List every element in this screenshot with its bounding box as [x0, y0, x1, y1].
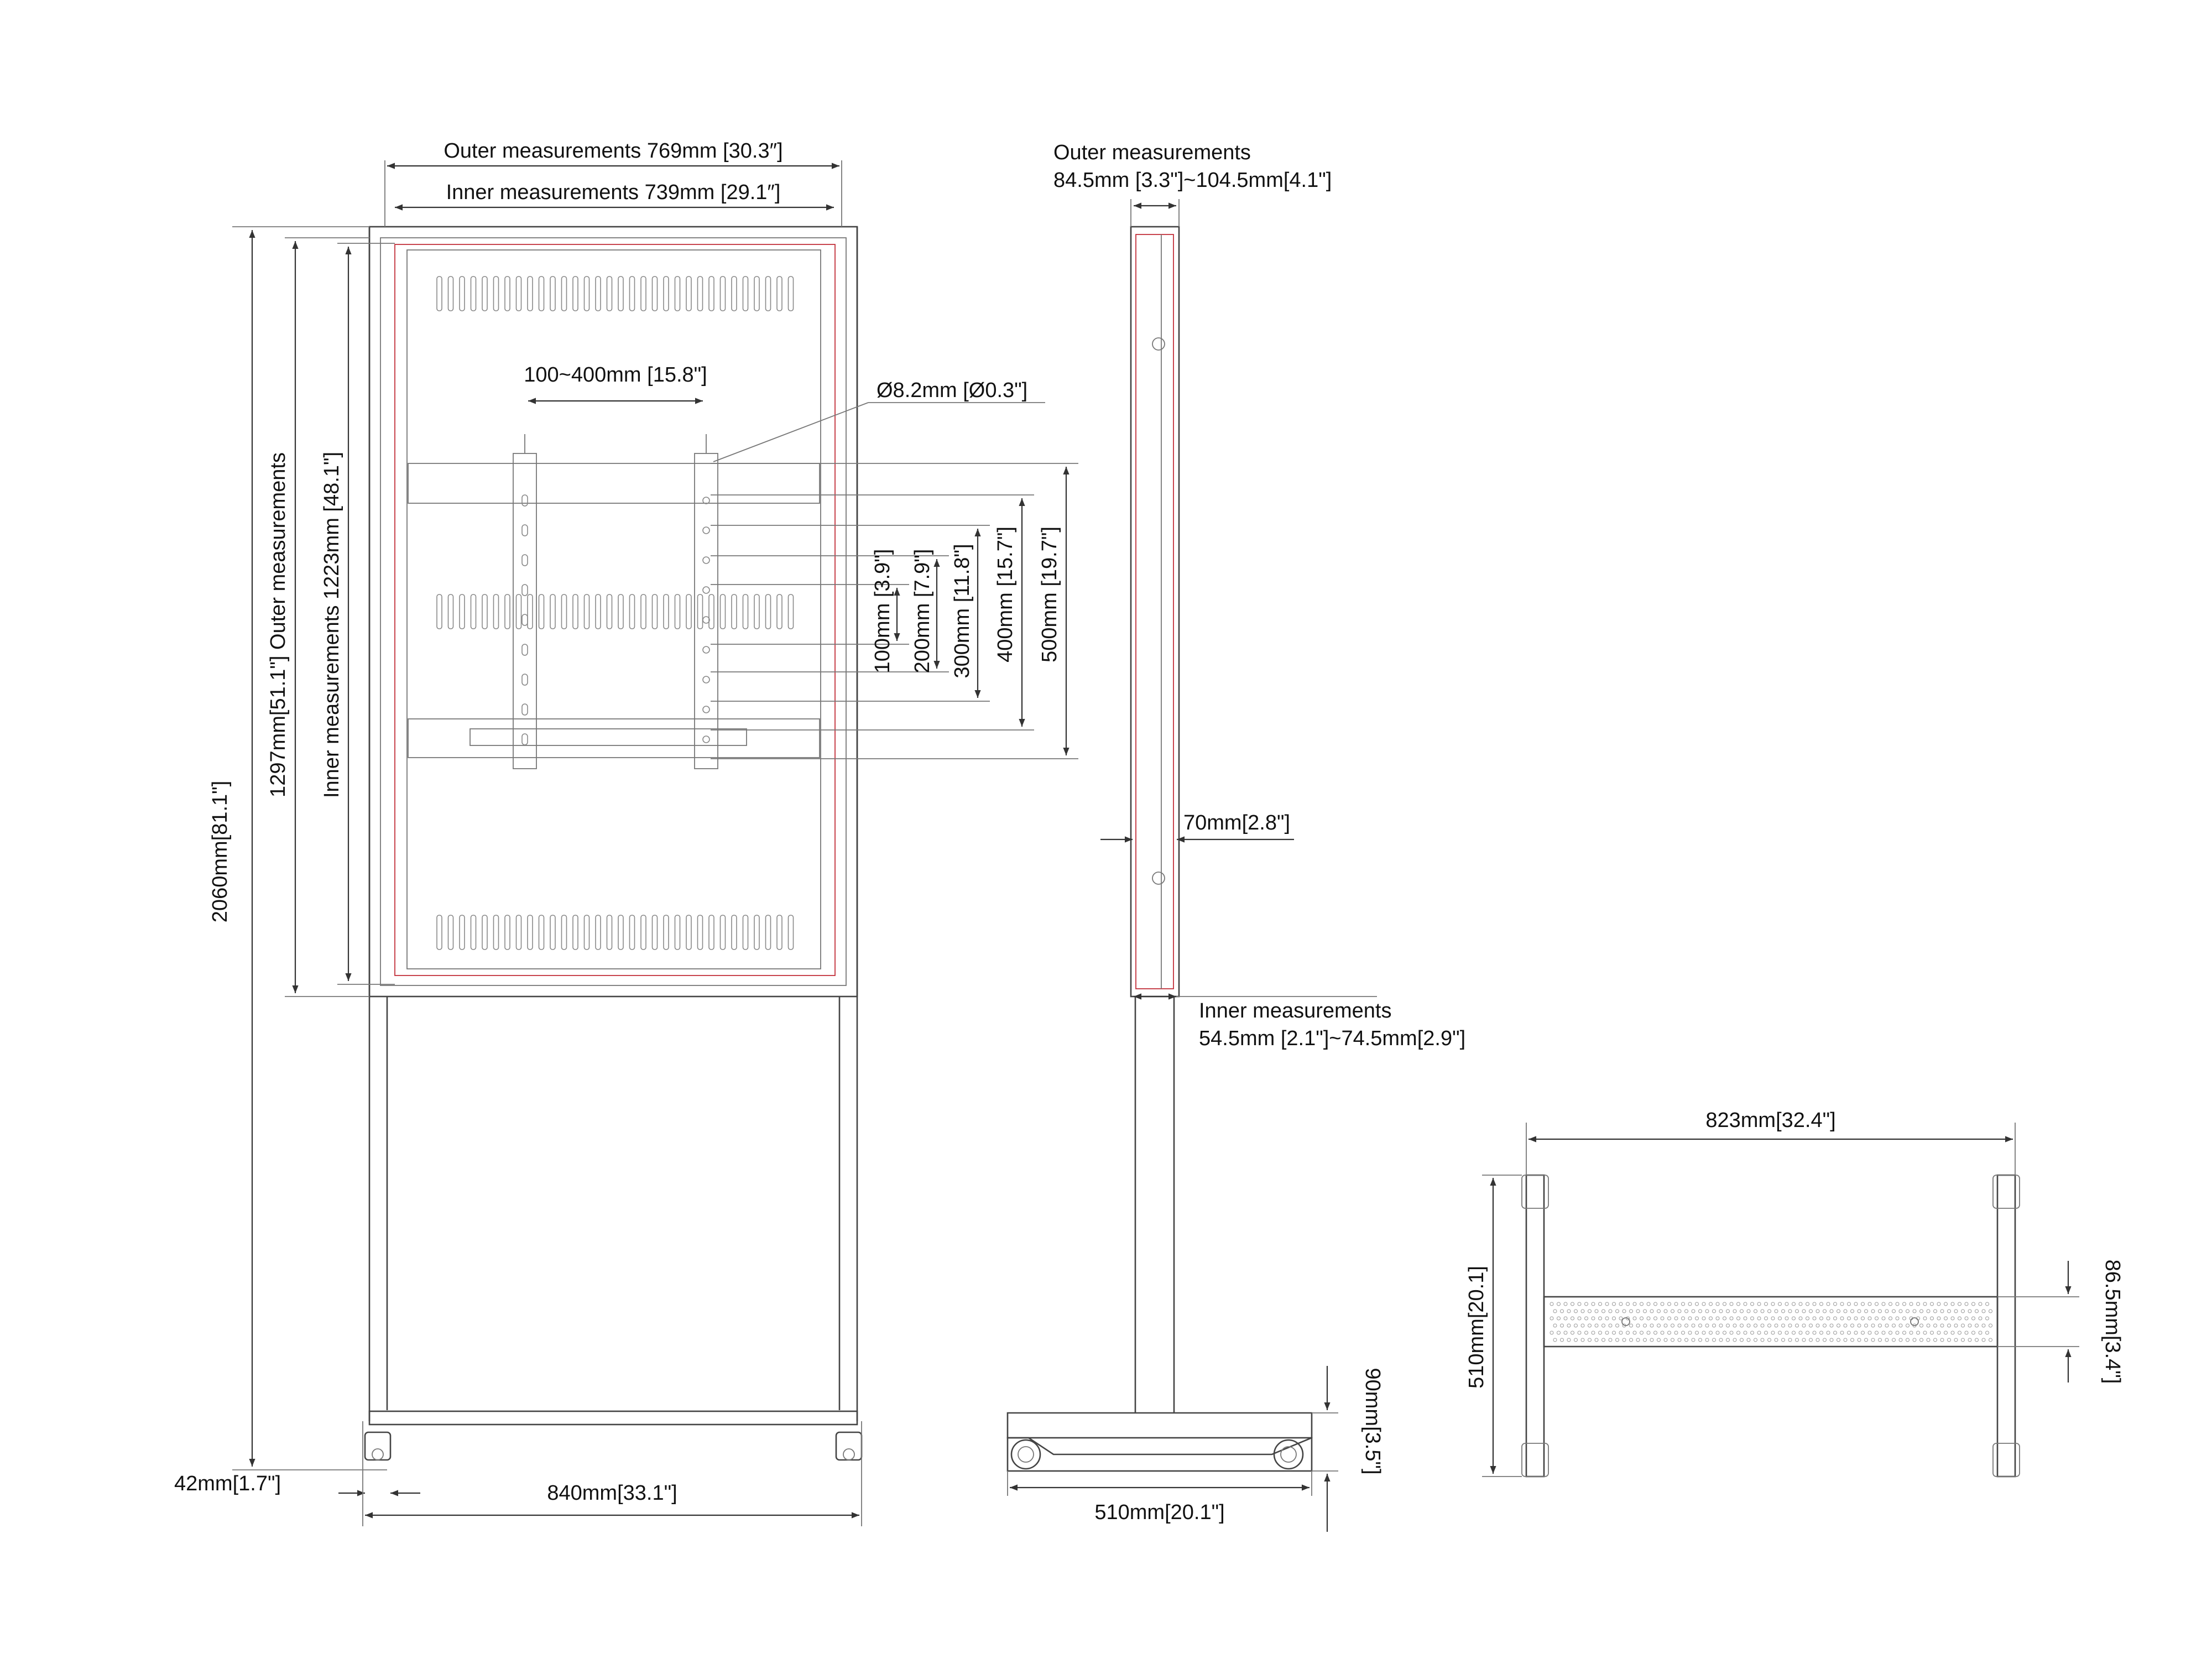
- bottom-crossbar: [368, 1410, 858, 1426]
- inner-outline: [394, 244, 836, 976]
- base-width-front-label: 840mm[33.1"]: [547, 1481, 677, 1505]
- top-view: [1521, 1174, 2020, 1478]
- front-view: [364, 226, 863, 1461]
- side-display-profile: [1130, 226, 1180, 998]
- side-base: [1006, 1412, 1313, 1455]
- side-caster-left: [1010, 1439, 1041, 1470]
- side-outer-title: Outer measurements: [1053, 141, 1251, 164]
- side-inner-value: 54.5mm [2.1"]~74.5mm[2.9"]: [1199, 1027, 1465, 1050]
- v500-label: 500mm [19.7"]: [1038, 526, 1061, 662]
- inner-height-label: Inner measurements 1223mm [48.1"]: [320, 452, 343, 798]
- vent-row-top: [436, 276, 794, 311]
- crossbar-depth-label: 86.5mm[3.4"]: [2101, 1260, 2124, 1384]
- ground-clearance-label: 42mm[1.7"]: [174, 1472, 281, 1495]
- top-left-leg: [1525, 1174, 1545, 1478]
- top-right-leg: [1996, 1174, 2016, 1478]
- vent-row-bottom: [436, 915, 794, 950]
- side-inner-title: Inner measurements: [1199, 999, 1392, 1022]
- v300-label: 300mm [11.8"]: [951, 544, 974, 678]
- outer-width-label: Outer measurements 769mm [30.3″]: [444, 139, 782, 163]
- right-caster: [835, 1431, 863, 1461]
- display-frame: [368, 226, 858, 998]
- side-outer-value: 84.5mm [3.3"]~104.5mm[4.1"]: [1053, 169, 1332, 192]
- side-base-foot: [1006, 1437, 1313, 1472]
- bracket-holes: [521, 494, 710, 745]
- pole-depth-label: 70mm[2.8"]: [1183, 811, 1290, 834]
- top-dimensions: 823mm[32.4"] 510mm[20.1] 86.5mm[3.4"]: [1465, 1109, 2124, 1477]
- side-dimensions: Outer measurements 84.5mm [3.3"]~104.5mm…: [1007, 141, 1465, 1532]
- top-width-label: 823mm[32.4"]: [1705, 1109, 1835, 1132]
- front-dimensions: Outer measurements 769mm [30.3″] Inner m…: [174, 139, 1078, 1526]
- lower-rail: [408, 718, 820, 758]
- v400-label: 400mm [15.7"]: [994, 526, 1017, 662]
- side-caster-right: [1273, 1439, 1304, 1470]
- hole-spacing-label: 100~400mm [15.8"]: [524, 363, 707, 387]
- inner-width-label: Inner measurements 739mm [29.1″]: [446, 181, 781, 204]
- v100-label: 100mm [3.9"]: [871, 549, 894, 674]
- base-depth-side-label: 510mm[20.1"]: [1094, 1501, 1224, 1524]
- left-caster: [364, 1431, 392, 1461]
- hole-diameter-label: Ø8.2mm [Ø0.3"]: [877, 379, 1027, 402]
- total-height-label: 2060mm[81.1"]: [208, 781, 232, 922]
- side-view: [1006, 226, 1313, 1472]
- top-depth-label: 510mm[20.1]: [1465, 1266, 1488, 1389]
- base-height-label: 90mm[3.5"]: [1361, 1368, 1384, 1474]
- vent-row-middle: [436, 594, 794, 629]
- top-crossbar: [1543, 1296, 1999, 1348]
- v200-label: 200mm [7.9"]: [911, 549, 934, 674]
- upper-rail: [408, 463, 820, 504]
- crossbar-perforation: [1550, 1302, 1992, 1342]
- outer-height-label: 1297mm[51.1"] Outer measurements: [267, 452, 290, 797]
